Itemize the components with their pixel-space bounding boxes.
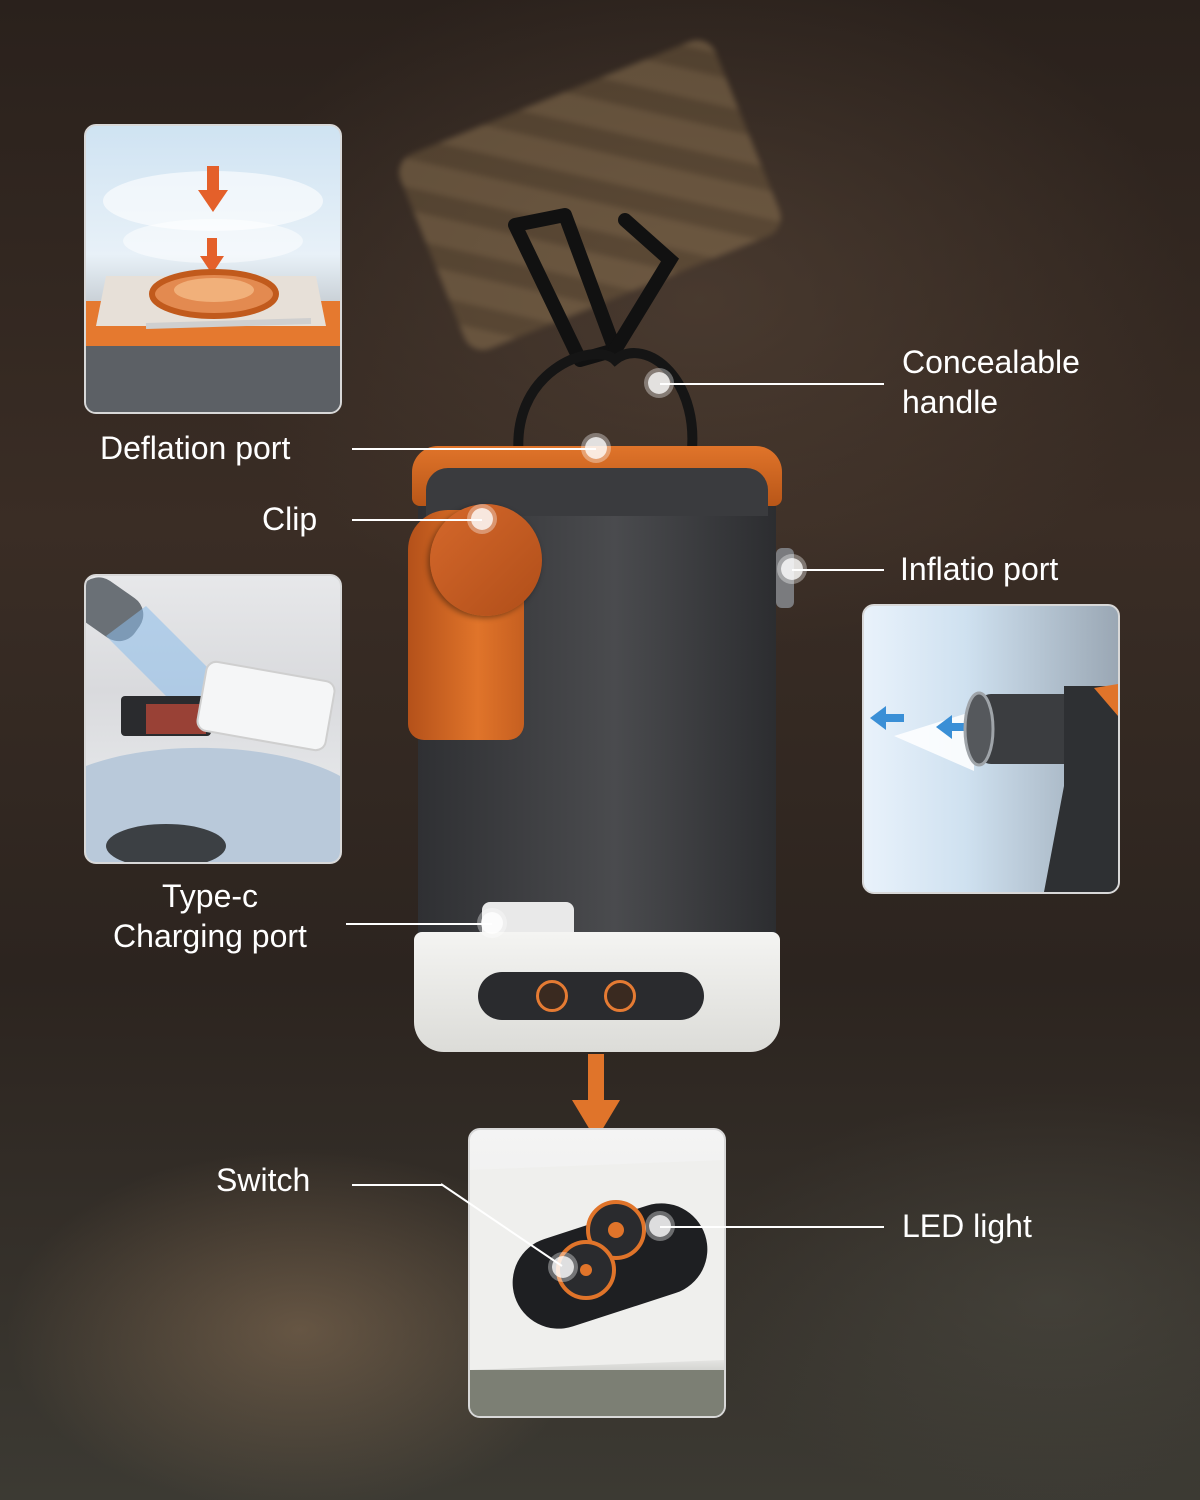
callout-line-led <box>660 1226 884 1228</box>
concealable-handle-label: Concealable handle <box>902 342 1080 422</box>
inflation-port-closeup <box>862 604 1120 894</box>
callout-dot-type-c <box>481 912 503 934</box>
concealable-handle-line1: Concealable <box>902 344 1080 380</box>
device-base <box>414 932 780 1052</box>
type-c-illustration <box>86 577 340 862</box>
callout-line-inflation <box>792 569 884 571</box>
concealable-handle-line2: handle <box>902 384 999 420</box>
type-c-label: Type-c Charging port <box>98 876 322 956</box>
callout-dot-handle <box>648 372 670 394</box>
callout-line-handle <box>660 383 884 385</box>
callout-line-clip <box>352 519 482 521</box>
carabiner-icon <box>508 208 680 367</box>
callout-dot-inflation <box>781 558 803 580</box>
led-light-label: LED light <box>902 1208 1032 1244</box>
callout-line-deflation <box>352 448 596 450</box>
type-c-closeup <box>84 574 342 864</box>
callout-dot-deflation <box>585 437 607 459</box>
switch-closeup <box>468 1128 726 1418</box>
button-panel <box>478 972 704 1020</box>
type-c-line2: Charging port <box>113 918 307 954</box>
callout-line-switch-b <box>440 1183 563 1267</box>
callout-dot-clip <box>471 508 493 530</box>
down-arrow-icon <box>572 1054 620 1140</box>
switch-illustration <box>470 1160 724 1416</box>
light-button-icon <box>604 980 636 1012</box>
handle-icon <box>513 348 698 466</box>
callout-line-switch-a <box>352 1184 442 1186</box>
fan-button-icon <box>536 980 568 1012</box>
deflation-port-label: Deflation port <box>100 430 291 466</box>
callout-dot-switch <box>552 1256 574 1278</box>
inflation-illustration <box>870 684 1118 892</box>
callout-dot-led <box>649 1215 671 1237</box>
air-pump-device <box>408 446 794 1052</box>
type-c-line1: Type-c <box>161 878 259 914</box>
callout-line-type-c <box>346 923 492 925</box>
inflation-port-label: Inflatio port <box>900 551 1059 587</box>
deflation-port-closeup <box>84 124 342 414</box>
deflation-illustration <box>86 166 340 412</box>
switch-label: Switch <box>216 1162 311 1198</box>
clip-label: Clip <box>262 501 318 537</box>
